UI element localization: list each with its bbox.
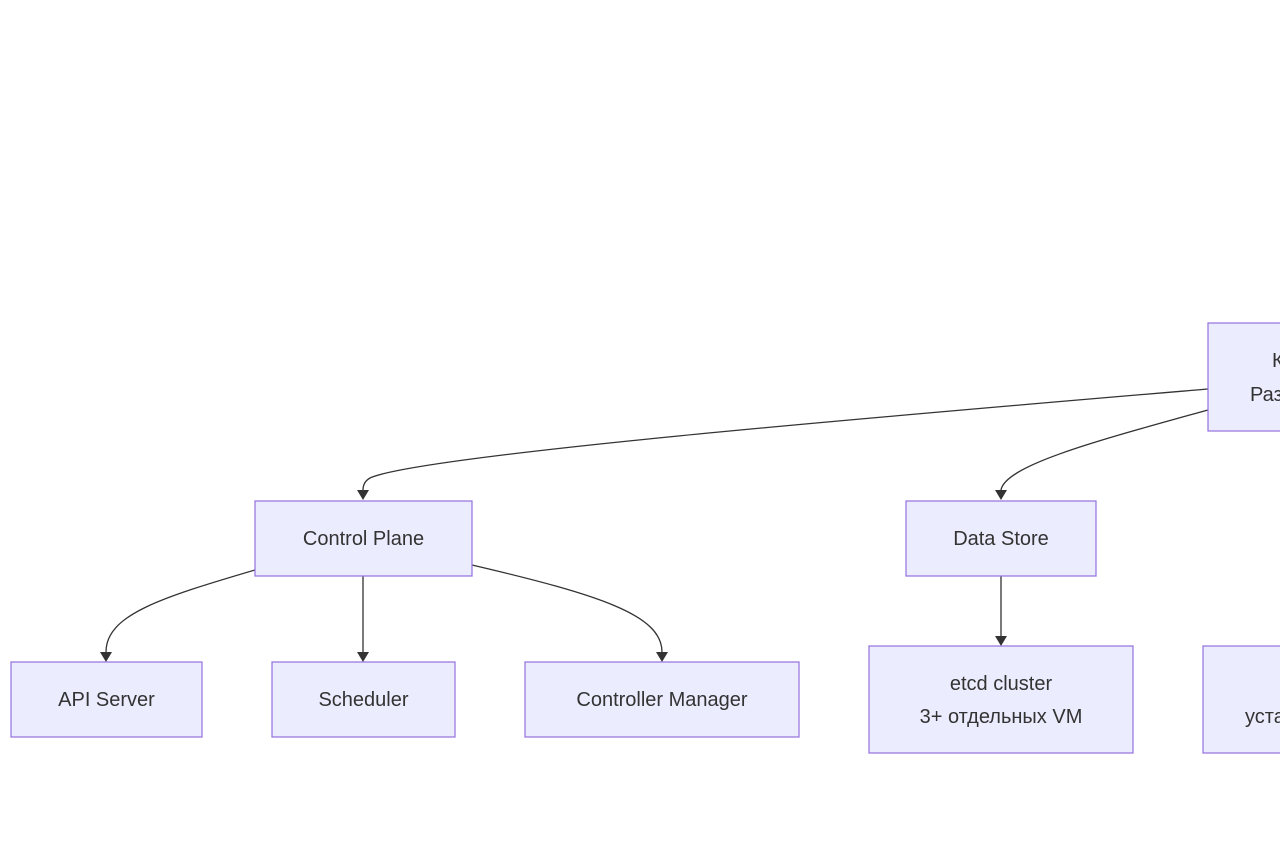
arrowhead: [656, 652, 668, 662]
node-control-plane: Control Plane: [254, 500, 473, 577]
arrowhead: [995, 636, 1007, 646]
arrowhead: [100, 652, 112, 662]
node-label: etcd cluster: [950, 673, 1053, 695]
node-label: Control Plane: [303, 528, 424, 550]
node-api-server: API Server: [10, 661, 203, 738]
node-label: API Server: [58, 689, 155, 711]
node-etcd-cluster: etcd cluster 3+ отдельных VM: [868, 645, 1134, 754]
node-label: Data Store: [953, 528, 1049, 550]
edge-root-data-store: [1000, 409, 1209, 491]
arrowhead: [357, 652, 369, 662]
node-right-bottom: уста: [1202, 645, 1280, 754]
node-label: 3+ отдельных VM: [920, 706, 1083, 728]
node-root: К Раз: [1207, 322, 1280, 432]
edge-control-plane-api-server: [105, 569, 256, 653]
edge-control-plane-controller-manager: [471, 564, 663, 653]
node-label: Раз: [1250, 384, 1280, 406]
edge-root-control-plane: [362, 388, 1209, 491]
node-label: Controller Manager: [576, 689, 748, 711]
node-controller-manager: Controller Manager: [524, 661, 800, 738]
node-label: уста: [1245, 706, 1280, 728]
node-scheduler: Scheduler: [271, 661, 456, 738]
node-data-store: Data Store: [905, 500, 1097, 577]
arrowhead: [995, 490, 1007, 500]
node-label: Scheduler: [318, 689, 408, 711]
node-label: К: [1272, 350, 1280, 372]
arrowhead: [357, 490, 369, 500]
